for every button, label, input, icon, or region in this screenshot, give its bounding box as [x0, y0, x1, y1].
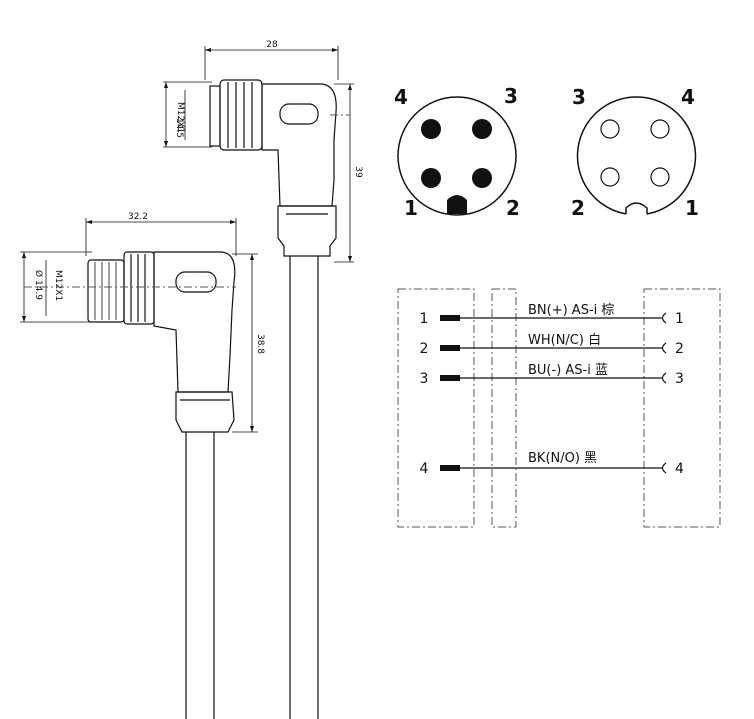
female-connector-box: [643, 288, 721, 528]
wire-row-4: 4 BK(N/O) 黑 4: [420, 451, 684, 477]
female-connector-face: 3 4 2 1: [571, 85, 699, 220]
dimension-thread-large: M12X1 14.5: [163, 81, 212, 148]
wire-label-3: BU(-) AS-i 蓝: [528, 363, 608, 378]
connector-small: 32.2 Ø 14.9 M12X1: [20, 212, 265, 719]
male-connector-box: [397, 288, 475, 528]
wire-right-pin-3: 3: [675, 371, 684, 387]
wire-label-4: BK(N/O) 黑: [528, 451, 597, 466]
dim-label-m12-small: M12X1: [53, 270, 63, 301]
wire-label-2: WH(N/C) 白: [528, 332, 601, 348]
female-pin-label-3: 3: [572, 85, 586, 109]
wire-left-pin-1: 1: [420, 311, 429, 327]
male-pin-label-3: 3: [504, 84, 518, 108]
dim-label-39: 39: [353, 166, 363, 178]
male-connector-face: 4 3 1 2: [394, 84, 520, 220]
wiring-diagram: 1 BN(+) AS-i 棕 1 2 WH(N/C) 白 2 3 BU(-) A…: [397, 288, 721, 528]
dim-label-38-8: 38.8: [255, 334, 265, 354]
dim-label-14-5: 14.5: [174, 118, 184, 138]
male-pin-label-4: 4: [394, 85, 408, 109]
dim-label-32-2: 32.2: [128, 212, 148, 222]
wire-right-pin-2: 2: [675, 341, 684, 357]
female-pin-label-2: 2: [571, 196, 585, 220]
connector-small-body: [87, 251, 236, 719]
wire-label-1: BN(+) AS-i 棕: [528, 303, 614, 318]
wire-left-pin-3: 3: [420, 371, 429, 387]
dim-label-diam-14-9: Ø 14.9: [33, 270, 44, 300]
cable-box: [491, 288, 517, 528]
connector-large-body: [209, 79, 337, 719]
wire-right-pin-4: 4: [675, 461, 684, 477]
connector-large: 28 M12X1 14.5: [163, 40, 363, 719]
wire-row-3: 3 BU(-) AS-i 蓝 3: [420, 363, 684, 387]
female-pin-label-4: 4: [681, 85, 695, 109]
wire-right-pin-1: 1: [675, 311, 684, 327]
dimension-height-38-8: 38.8: [232, 253, 265, 433]
wire-left-pin-2: 2: [420, 341, 429, 357]
wire-row-1: 1 BN(+) AS-i 棕 1: [420, 303, 684, 327]
wire-left-pin-4: 4: [420, 461, 429, 477]
dim-label-28: 28: [266, 40, 278, 50]
wire-row-2: 2 WH(N/C) 白 2: [420, 332, 684, 357]
male-pin-label-1: 1: [404, 196, 418, 220]
dimension-height-39: 39: [334, 83, 363, 263]
dim-label-m12-large: M12X1: [175, 102, 185, 133]
dimension-width-28: 28: [204, 40, 339, 80]
female-pin-label-1: 1: [685, 196, 699, 220]
male-pin-label-2: 2: [506, 196, 520, 220]
dimension-width-32-2: 32.2: [85, 212, 237, 256]
